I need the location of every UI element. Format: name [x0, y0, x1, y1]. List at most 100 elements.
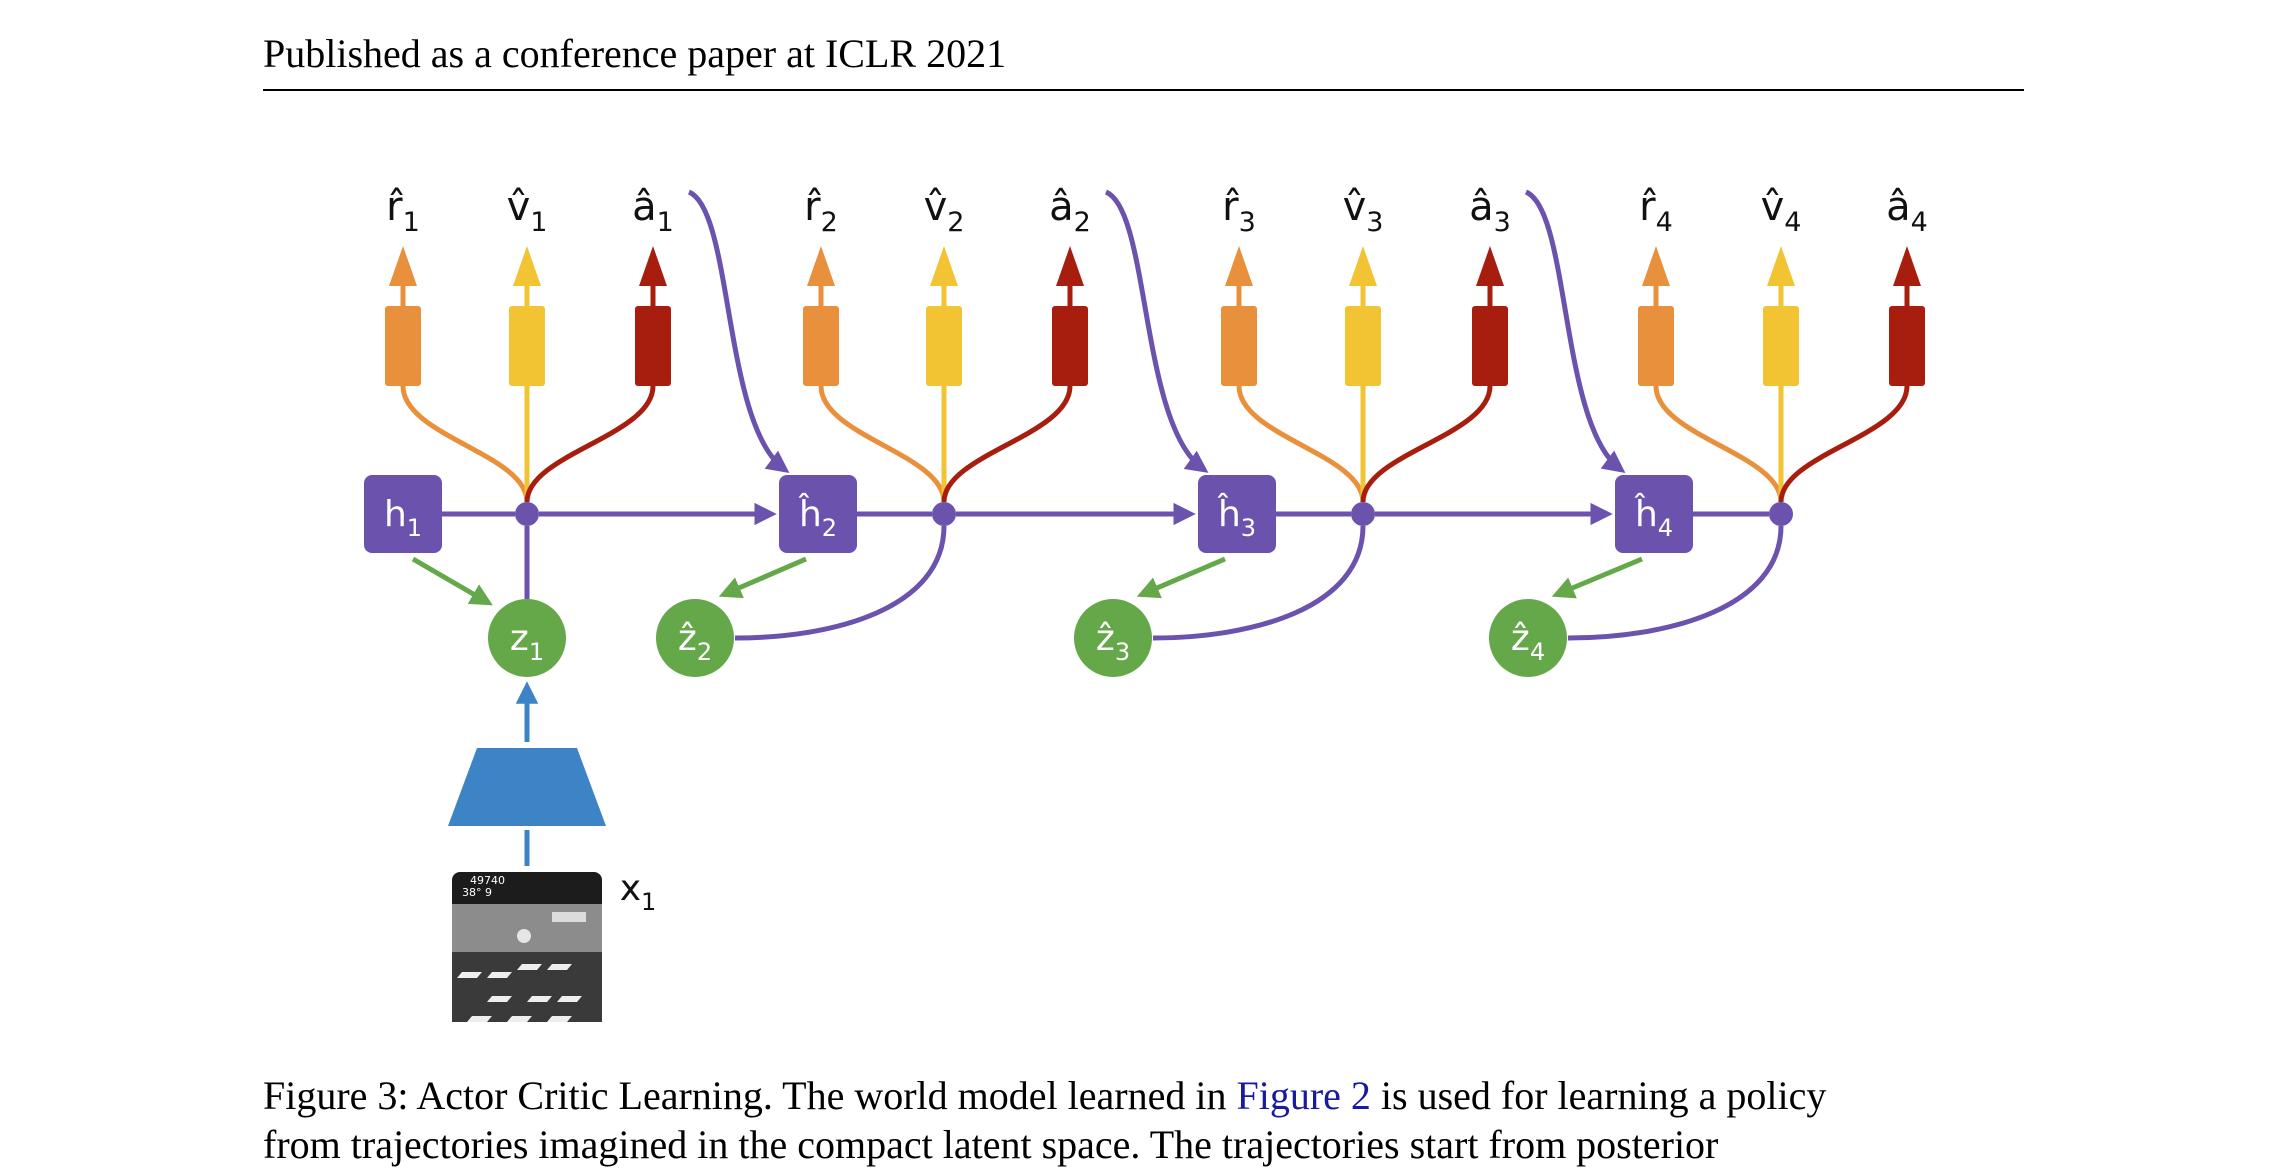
a-label-3: â3: [1469, 184, 1511, 238]
r-label-1-sub: 1: [403, 207, 420, 238]
r-label-1-main: r̂: [386, 184, 403, 230]
a-label-3-main: â: [1469, 184, 1494, 230]
latent-state-label-3-main: ẑ: [1096, 618, 1115, 659]
a-head-arrow-tip-3: [1476, 246, 1504, 286]
observation-status: 38° 9: [462, 886, 492, 899]
v-label-1: v̂1: [507, 184, 548, 238]
latent-to-dot-curve-4: [1567, 525, 1784, 641]
observation-label-sub: 1: [641, 888, 656, 916]
a-label-1-sub: 1: [657, 207, 674, 238]
latent-state-circle-1: [488, 599, 566, 677]
observation-ice-floe-10: [547, 1016, 572, 1022]
caption-prefix: Figure 3: Actor Critic Learning. The wor…: [263, 1073, 1237, 1118]
state-dot-4: [1769, 502, 1793, 526]
figure-caption: Figure 3: Actor Critic Learning. The wor…: [263, 1072, 1826, 1119]
latent-to-dot-curve-3: [1152, 525, 1366, 641]
r-head-connector-4: [1653, 385, 1784, 503]
a-label-1: â1: [632, 184, 674, 238]
observation-ice-floe-4: [547, 964, 572, 970]
v-label-1-sub: 1: [530, 207, 547, 238]
hidden-state-label-1: h1: [384, 494, 422, 542]
r-head-block-4: [1638, 306, 1674, 386]
latent-state-label-1: z1: [510, 618, 544, 666]
r-label-2: r̂2: [804, 184, 838, 238]
a-head-connector-1: [524, 385, 656, 503]
a-head-arrow-tip-2: [1056, 246, 1084, 286]
r-label-3: r̂3: [1222, 184, 1256, 238]
a-head-block-3: [1472, 306, 1508, 386]
r-head-connector-3: [1236, 385, 1366, 503]
action-feedback-arrow-2: [1104, 189, 1209, 473]
latent-state-circle-2: [656, 599, 734, 677]
hidden-state-box-4: [1615, 475, 1693, 553]
v-head-block-1: [509, 306, 545, 386]
v-head-block-2: [926, 306, 962, 386]
r-head-arrow-tip-2: [807, 246, 835, 286]
v-head-arrow-tip-3: [1349, 246, 1377, 286]
r-head-arrow-tip-1: [389, 246, 417, 286]
v-label-3: v̂3: [1343, 184, 1384, 238]
latent-state-label-3-sub: 3: [1115, 638, 1130, 666]
latent-state-label-2: ẑ2: [678, 618, 712, 666]
a-head-block-4: [1889, 306, 1925, 386]
r-head-block-1: [385, 306, 421, 386]
paper-page: Published as a conference paper at ICLR …: [263, 31, 2024, 1167]
a-label-4-main: â: [1886, 184, 1911, 230]
observation-label-main: x: [620, 868, 641, 909]
latent-state-label-1-main: z: [510, 618, 529, 659]
prior-arrow-2: [718, 556, 807, 599]
observation-ice-floe-8: [467, 1016, 492, 1022]
v-label-3-main: v̂: [1343, 184, 1367, 230]
action-feedback-arrow-1: [687, 189, 790, 474]
hidden-state-box-1: [364, 475, 442, 553]
hidden-state-label-1-main: h: [384, 494, 407, 535]
observation-score: 49740: [470, 874, 505, 887]
observation-label: x1: [620, 868, 657, 916]
r-label-3-sub: 3: [1239, 207, 1256, 238]
figure-2-link[interactable]: Figure 2: [1236, 1073, 1371, 1118]
state-dot-2: [932, 502, 956, 526]
r-head-arrow-tip-3: [1225, 246, 1253, 286]
v-label-4: v̂4: [1761, 184, 1802, 238]
observation-ice-floe-2: [487, 972, 512, 978]
r-head-arrow-tip-4: [1642, 246, 1670, 286]
a-head-arrow-tip-4: [1893, 246, 1921, 286]
v-label-4-sub: 4: [1784, 207, 1801, 238]
hidden-state-label-3-sub: 3: [1241, 514, 1256, 542]
latent-state-label-1-sub: 1: [529, 638, 544, 666]
latent-state-label-4: ẑ4: [1511, 618, 1545, 666]
hidden-state-box-2: [779, 475, 857, 553]
hidden-state-label-2-main: ĥ: [798, 493, 822, 535]
latent-state-label-3: ẑ3: [1096, 618, 1130, 666]
latent-state-label-2-sub: 2: [697, 638, 712, 666]
a-head-block-1: [635, 306, 671, 386]
v-label-3-sub: 3: [1366, 207, 1383, 238]
hidden-state-label-2: ĥ2: [798, 493, 837, 542]
hidden-state-label-2-sub: 2: [822, 514, 837, 542]
r-head-connector-2: [818, 385, 947, 503]
prior-arrow-3: [1136, 556, 1226, 599]
a-label-3-sub: 3: [1494, 207, 1511, 238]
state-dot-1: [515, 502, 539, 526]
latent-state-label-4-sub: 4: [1530, 638, 1545, 666]
a-label-2: â2: [1049, 184, 1091, 238]
r-label-3-main: r̂: [1222, 184, 1239, 230]
observation-ice-floe-6: [527, 996, 552, 1002]
observation-ice-floe-3: [517, 964, 542, 970]
hidden-state-label-3: ĥ3: [1217, 493, 1256, 542]
observation-cloud: [552, 912, 586, 922]
r-label-4: r̂4: [1639, 184, 1673, 238]
hidden-state-label-4-sub: 4: [1658, 514, 1673, 542]
r-label-4-sub: 4: [1656, 207, 1673, 238]
a-head-connector-2: [941, 385, 1073, 503]
hidden-state-label-3-main: ĥ: [1217, 493, 1241, 535]
page-header: Published as a conference paper at ICLR …: [263, 31, 1007, 76]
latent-to-dot-curve-2: [734, 525, 947, 641]
observation-player: [517, 929, 531, 943]
observation-ice-floe-9: [507, 1016, 532, 1022]
v-label-2-sub: 2: [947, 207, 964, 238]
a-label-1-main: â: [632, 184, 657, 230]
v-label-4-main: v̂: [1761, 184, 1785, 230]
hidden-state-label-1-sub: 1: [407, 514, 422, 542]
